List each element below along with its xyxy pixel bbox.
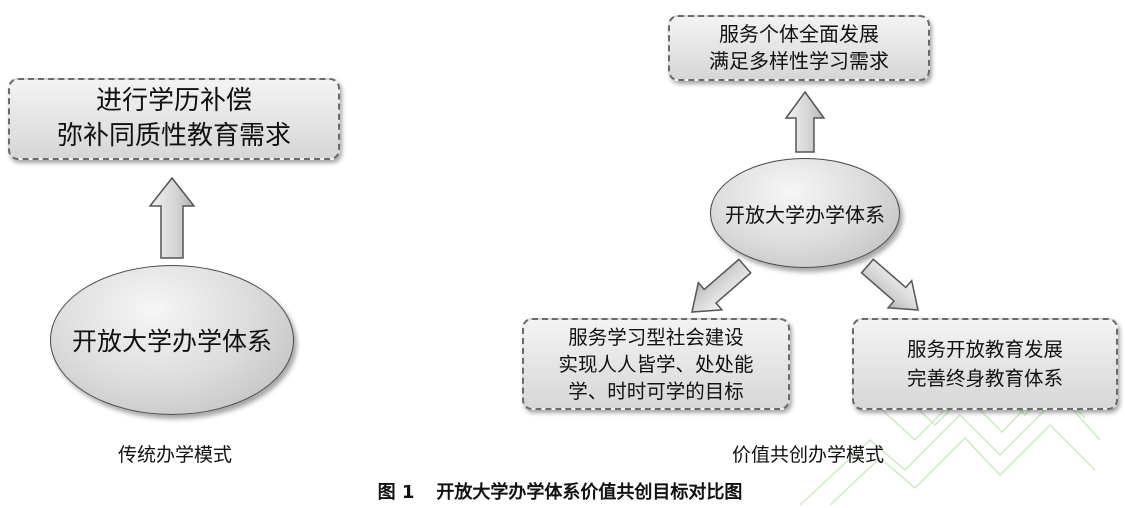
right-goal-right-line-1: 服务开放教育发展 [906, 338, 1063, 361]
right-system-label: 开放大学办学体系 [725, 202, 885, 227]
figure-title: 开放大学办学体系价值共创目标对比图 [436, 482, 743, 503]
right-goal-right-line-2: 完善终身教育体系 [906, 367, 1063, 390]
left-up-arrow [148, 176, 196, 259]
left-system-label: 开放大学办学体系 [71, 327, 272, 356]
right-goal-top-line-2: 满足多样性学习需求 [709, 49, 889, 73]
right-up-arrow [784, 90, 826, 153]
right-goal-left-line-1: 服务学习型社会建设 [568, 325, 744, 349]
left-goal-line-1: 进行学历补偿 [95, 86, 252, 116]
figure-number: 图 1 [377, 482, 415, 503]
right-goal-left-line-2: 实现人人皆学、处处能 [558, 352, 754, 376]
right-model-caption: 价值共创办学模式 [731, 444, 884, 466]
left-goal-line-2: 弥补同质性教育需求 [56, 121, 291, 151]
right-goal-top-line-1: 服务个体全面发展 [719, 22, 879, 46]
left-goal-box: 进行学历补偿 弥补同质性教育需求 [8, 78, 340, 160]
right-system-ellipse: 开放大学办学体系 [710, 158, 900, 268]
left-model-caption: 传统办学模式 [117, 444, 232, 466]
right-goal-right-box: 服务开放教育发展 完善终身教育体系 [852, 318, 1118, 410]
right-goal-top-box: 服务个体全面发展 满足多样性学习需求 [668, 15, 930, 81]
figure-caption: 图 1 开放大学办学体系价值共创目标对比图 [260, 478, 860, 504]
right-down-right-arrow [860, 258, 919, 311]
left-system-ellipse: 开放大学办学体系 [50, 265, 294, 415]
right-goal-left-box: 服务学习型社会建设 实现人人皆学、处处能 学、时时可学的目标 [522, 318, 790, 410]
right-goal-left-line-3: 学、时时可学的目标 [568, 379, 744, 403]
right-down-left-arrow [691, 258, 752, 313]
